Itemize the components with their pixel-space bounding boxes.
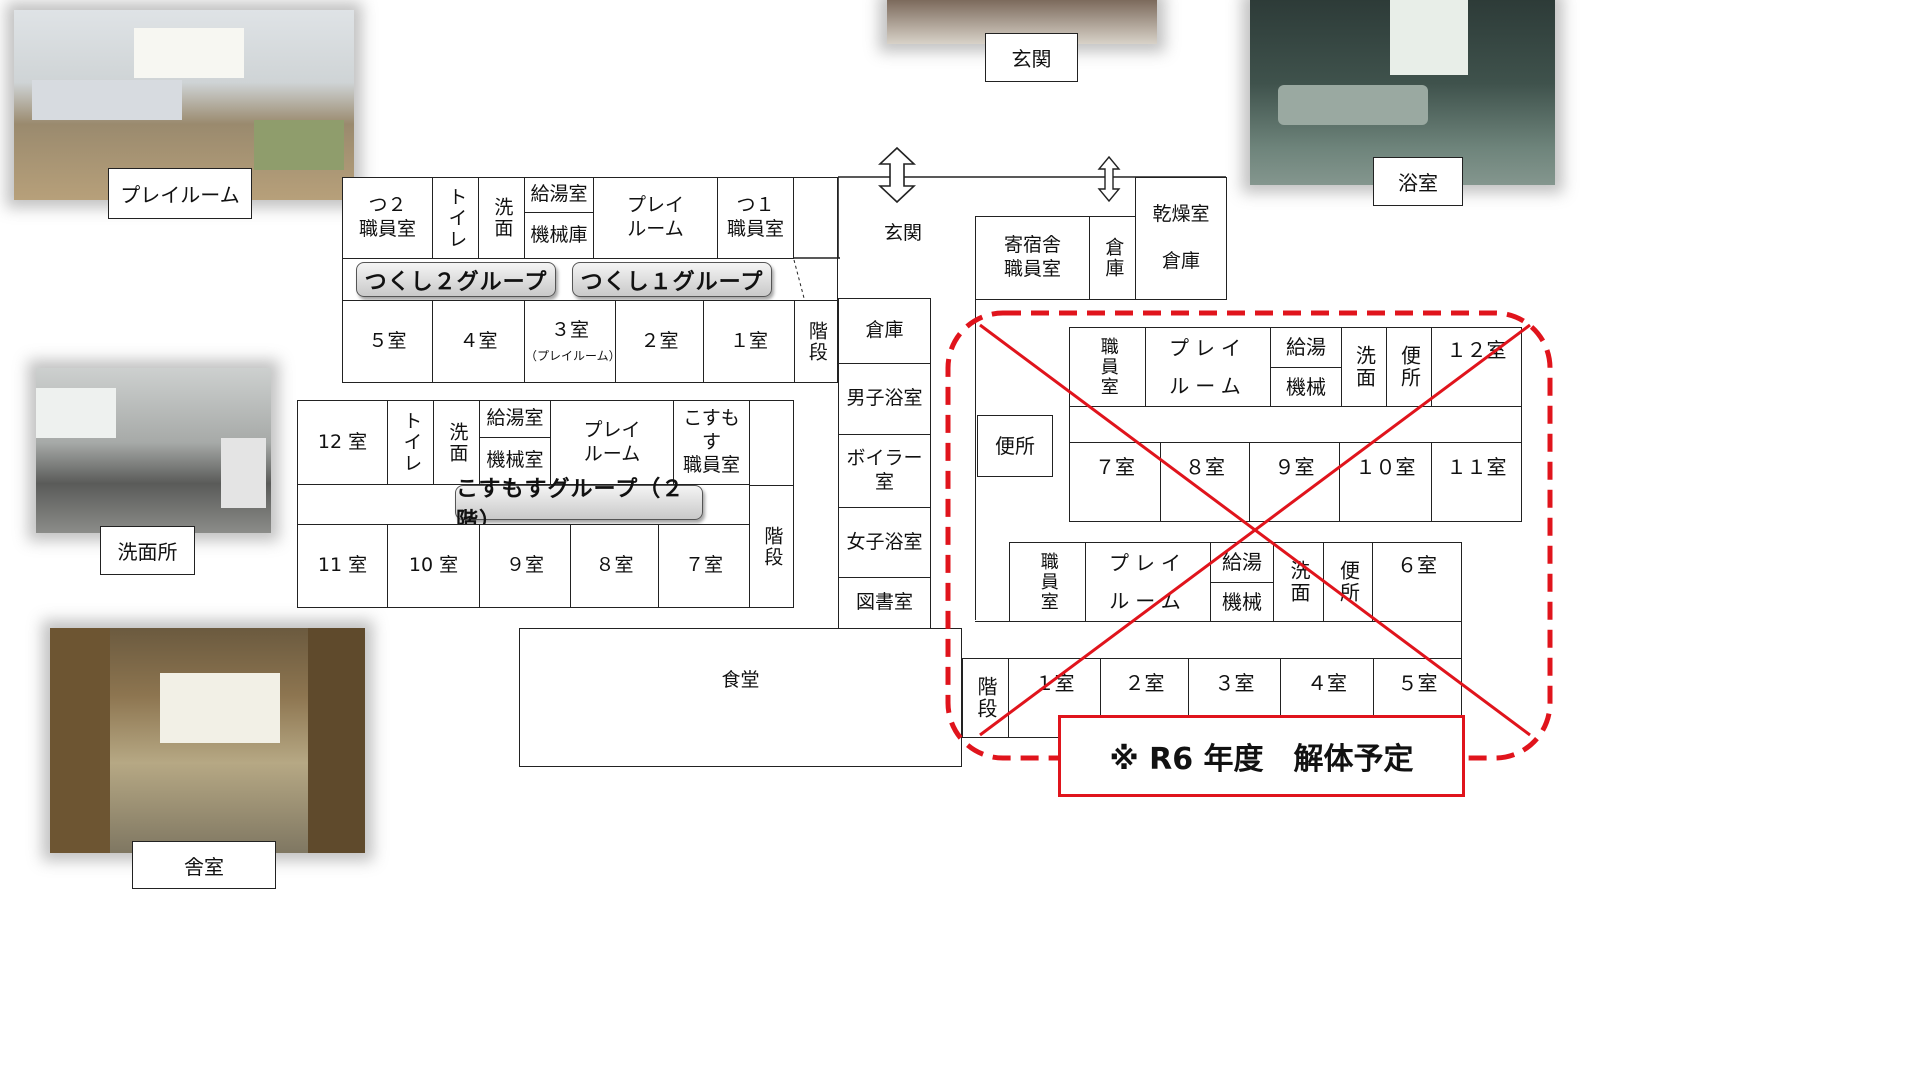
old-room-6: ６室 (1372, 542, 1462, 622)
old-room-8: ８室 (1160, 442, 1250, 522)
old-stairs: 階段 (962, 658, 1009, 738)
room-upper-stairs: 階段 (794, 300, 838, 383)
room-lower-8: ８室 (570, 524, 659, 608)
old-toilet-1: 便所 (1386, 327, 1432, 407)
room-storage-center: 倉庫 (838, 298, 931, 364)
group-tsukushi1-label: つくし１グループ (572, 262, 772, 297)
old-room-10: １０室 (1339, 442, 1432, 522)
room-lower-toilet: トイレ (387, 400, 434, 485)
old-room-7: ７室 (1069, 442, 1161, 522)
demolish-overlay (945, 310, 1553, 761)
room-lower-wash: 洗面 (433, 400, 480, 485)
room-boiler: ボイラー室 (838, 434, 931, 508)
room-tsu1-staff: つ１ 職員室 (717, 177, 794, 259)
room-right-storage: 倉庫 (1089, 216, 1136, 300)
old-toilet-side: 便所 (977, 415, 1053, 477)
room-upper-4: ４室 (432, 300, 525, 383)
old-wash-1: 洗面 (1341, 327, 1387, 407)
side-double-arrow (1097, 155, 1121, 203)
room-lower-11: 11 室 (297, 524, 388, 608)
room-upper-kitchen: 給湯室 (524, 177, 594, 213)
playroom-caption: プレイルーム (108, 168, 252, 219)
room-lower-machine: 機械室 (479, 437, 551, 485)
room-upper-5: ５室 (342, 300, 433, 383)
washroom-caption: 洗面所 (100, 526, 195, 575)
room-upper-3-label: ３室 (550, 319, 589, 342)
room-upper-toilet: トイレ (432, 177, 479, 259)
room-upper-wash: 洗面 (478, 177, 525, 259)
room-upper-1: １室 (703, 300, 795, 383)
room-upper-3-sub: （プレイルーム） (525, 348, 621, 363)
room-men-bath: 男子浴室 (838, 363, 931, 435)
room-upper-2: ２室 (615, 300, 704, 383)
bath-caption: 浴室 (1373, 157, 1463, 206)
room-lower-kitchen: 給湯室 (479, 400, 551, 438)
room-lower-7: ７室 (658, 524, 750, 608)
old-wash-2: 洗面 (1273, 542, 1324, 622)
dorm-caption: 舎室 (132, 841, 276, 889)
room-upper-3: ３室 （プレイルーム） (524, 300, 621, 383)
room-lower-12: 12 室 (297, 400, 388, 485)
old-kitchen-2: 給湯 (1210, 542, 1274, 583)
room-tsu2-staff: つ２ 職員室 (342, 177, 433, 259)
room-upper-playroom: プレイ ルーム (593, 177, 718, 259)
old-playroom-1: プレイ ルーム (1145, 327, 1271, 407)
old-machine-1: 機械 (1270, 367, 1342, 407)
room-upper-machine: 機械庫 (524, 212, 594, 259)
washroom-photo (36, 368, 271, 533)
entrance-label: 玄関 (884, 222, 923, 244)
room-cosmos-staff: こすもす 職員室 (673, 400, 750, 485)
group-cosmos-label: こすもすグループ（２階） (455, 477, 703, 534)
dorm-photo (50, 628, 365, 853)
entrance-caption: 玄関 (985, 33, 1078, 82)
demolish-notice: ※ R6 年度 解体予定 (1058, 715, 1465, 797)
room-lower-9: ９室 (479, 524, 571, 608)
room-dorm-staff: 寄宿舎 職員室 (975, 216, 1090, 300)
old-staff-room-1: 職員室 (1069, 327, 1146, 407)
room-lower-stairs: 階段 (749, 485, 794, 608)
room-lower-playroom: プレイ ルーム (550, 400, 674, 485)
old-room-11: １１室 (1431, 442, 1522, 522)
bath-photo (1250, 0, 1555, 185)
room-women-bath: 女子浴室 (838, 507, 931, 578)
demolish-left-line (975, 300, 976, 620)
room-drying: 乾燥室 倉庫 (1135, 177, 1227, 300)
entrance-double-arrow (878, 146, 916, 204)
old-room-9: ９室 (1249, 442, 1340, 522)
group-tsukushi2-label: つくし２グループ (356, 262, 556, 297)
room-dining-label: 食堂 (721, 669, 760, 691)
room-lower-10: 10 室 (387, 524, 480, 608)
room-library: 図書室 (838, 577, 931, 629)
room-dining: 食堂 (519, 628, 962, 767)
